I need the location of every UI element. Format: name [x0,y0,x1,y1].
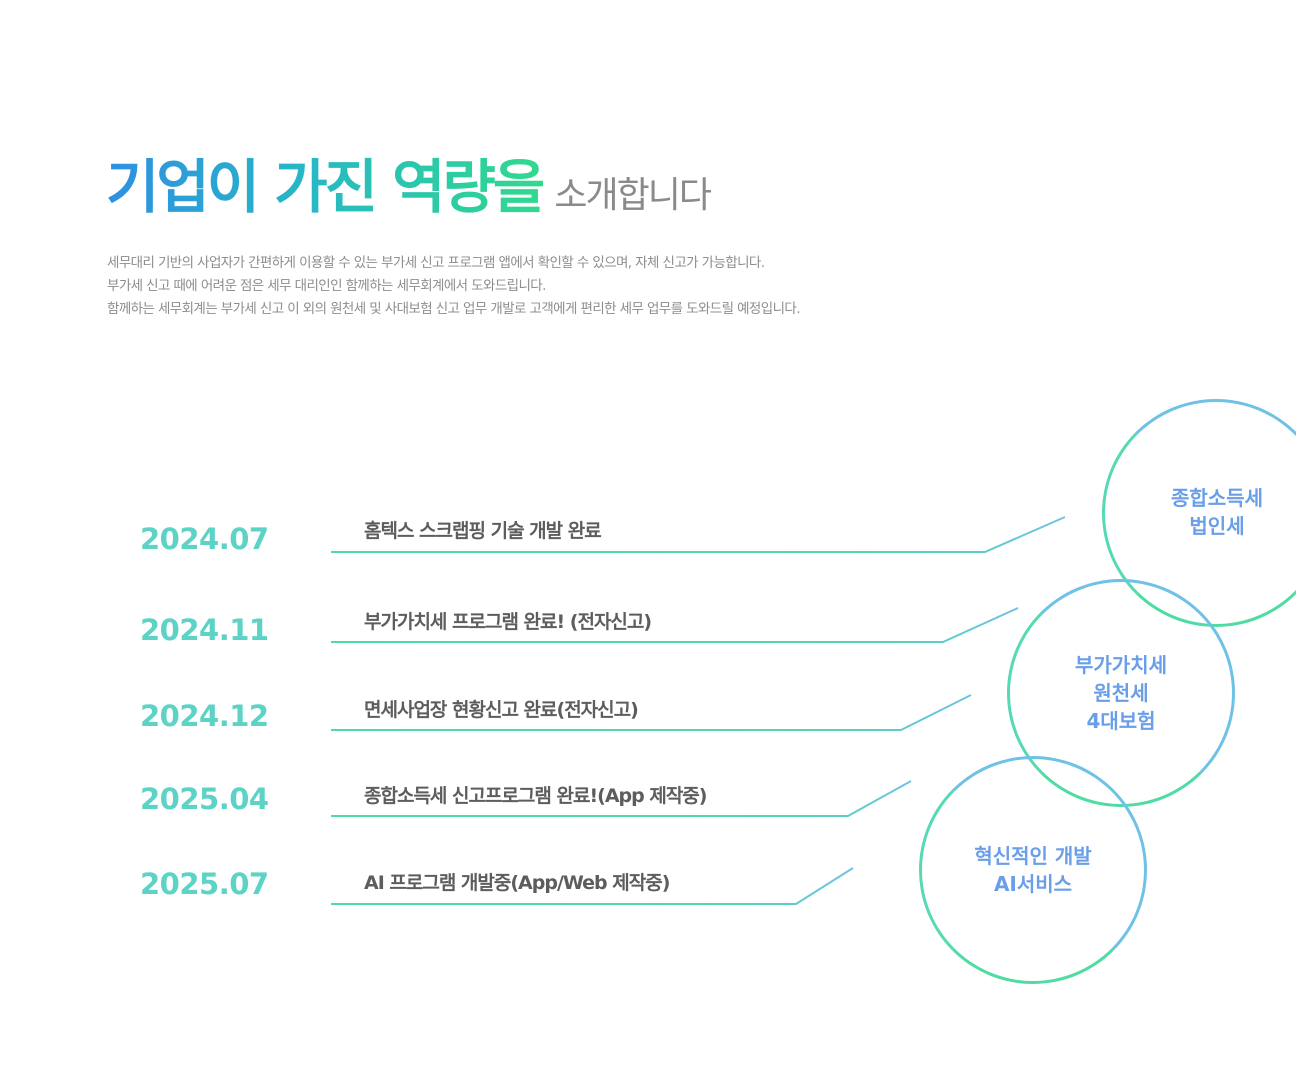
timeline-connector [331,516,1066,553]
section-title: 기업이 가진 역량을 소개합니다 [106,140,712,224]
timeline-date: 2024.07 [140,522,269,556]
timeline-label: 종합소득세 신고프로그램 완료!(App 제작중) [364,785,707,807]
circle-label: 혁신적인 개발 AI서비스 [974,844,1092,896]
description: 세무대리 기반의 사업자가 간편하게 이용할 수 있는 부가세 신고 프로그램 … [107,252,801,321]
timeline-date: 2025.04 [140,782,269,816]
timeline-date: 2025.07 [140,867,269,901]
timeline-label: 면세사업장 현황신고 완료(전자신고) [364,699,639,721]
timeline-label: 부가가치세 프로그램 완료! (전자신고) [364,611,652,633]
circle-label: 부가가치세 원천세 4대보험 [1075,653,1167,733]
timeline-connector [331,867,854,905]
timeline-connector [331,607,1019,643]
timeline-date: 2024.11 [140,613,269,647]
circle-label: 종합소득세 법인세 [1171,486,1263,538]
timeline-connector [331,780,912,817]
title-highlight: 기업이 가진 역량을 [106,153,546,221]
description-line: 부가세 신고 때에 어려운 점은 세무 대리인인 함께하는 세무회계에서 도와드… [107,278,546,294]
description-line: 세무대리 기반의 사업자가 간편하게 이용할 수 있는 부가세 신고 프로그램 … [107,255,765,271]
description-line: 함께하는 세무회계는 부가세 신고 이 외의 원천세 및 사대보험 신고 업무 … [107,301,801,317]
service-circle [919,756,1147,984]
timeline-label: 홈텍스 스크랩핑 기술 개발 완료 [364,520,602,542]
timeline-label: AI 프로그램 개발중(App/Web 제작중) [364,872,670,894]
timeline-date: 2024.12 [140,699,269,733]
title-suffix: 소개합니다 [554,175,712,216]
timeline-connector [331,694,972,731]
